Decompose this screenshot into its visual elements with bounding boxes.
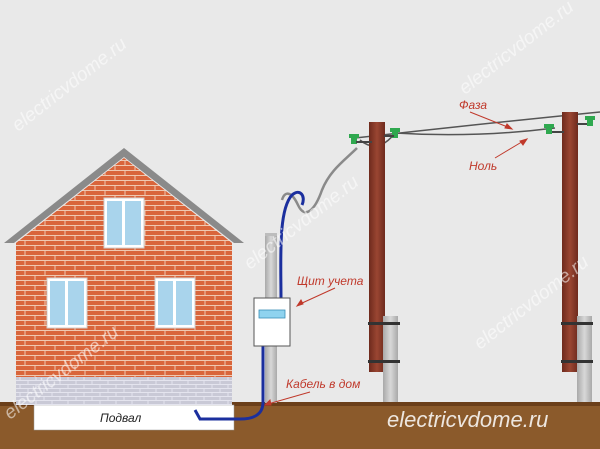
house-cable	[279, 190, 305, 301]
meter-display	[258, 309, 286, 319]
window-right	[154, 277, 196, 329]
cable-label: Кабель в дом	[286, 377, 360, 391]
neutral-wire	[394, 127, 556, 136]
insulator-icon	[544, 116, 595, 134]
phase-label: Фаза	[459, 98, 487, 112]
utility-pole-1	[349, 122, 400, 402]
svg-text:electricvdome.ru: electricvdome.ru	[455, 0, 578, 99]
meter-panel-label: Щит учета	[297, 274, 364, 288]
meter-panel	[253, 297, 291, 347]
svg-text:electricvdome.ru: electricvdome.ru	[240, 171, 363, 274]
label-arrows	[263, 111, 529, 406]
service-drop-cable	[280, 147, 358, 214]
utility-pole-2	[544, 112, 595, 402]
neutral-label: Ноль	[469, 159, 497, 173]
watermark-footer: electricvdome.ru	[387, 407, 548, 432]
basement-label: Подвал	[100, 411, 142, 425]
insulator-icon	[349, 128, 400, 144]
window-attic	[103, 197, 145, 249]
window-left	[46, 277, 88, 329]
house	[4, 148, 244, 405]
house-plinth	[16, 377, 232, 405]
svg-text:electricvdome.ru: electricvdome.ru	[8, 33, 131, 136]
